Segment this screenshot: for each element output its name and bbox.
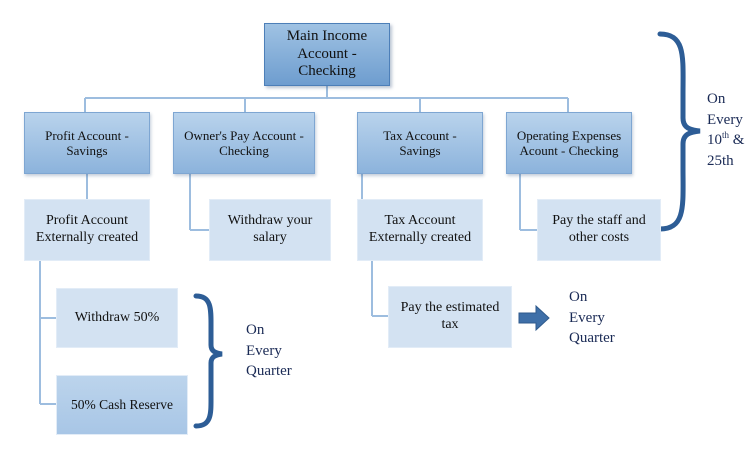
operating-expenses-line-2: Acount - Checking xyxy=(519,143,619,158)
tax-account-line-2: Savings xyxy=(399,143,441,158)
main-income-account-box: Main Income Account - Checking xyxy=(264,23,390,86)
pay-tax-line-1: Pay the estimated xyxy=(400,300,500,316)
pay-staff-line-1: Pay the staff and xyxy=(552,213,646,229)
brace-quarter xyxy=(193,293,223,429)
operating-expenses-line-1: Operating Expenses xyxy=(516,127,622,143)
schedule-line-4: 25th xyxy=(707,152,734,169)
quarter-left-line-2: Every xyxy=(246,342,282,359)
pay-tax-line-2: tax xyxy=(441,317,459,332)
profit-account-external-box: Profit Account Externally created xyxy=(24,199,150,261)
brace-right xyxy=(657,31,701,232)
withdraw-salary-box: Withdraw your salary xyxy=(209,199,331,261)
quarter-note-right: On Every Quarter xyxy=(569,287,615,349)
tax-account-box: Tax Account - Savings xyxy=(357,112,483,174)
main-line-3: Checking xyxy=(298,63,356,80)
tax-account-line-1: Tax Account - xyxy=(383,127,457,143)
schedule-suffix: th xyxy=(722,130,730,141)
connector-lines xyxy=(39,86,569,405)
tax-account-external-box: Tax Account Externally created xyxy=(357,199,483,261)
withdraw-50-label: Withdraw 50% xyxy=(74,309,160,325)
cash-reserve-label: 50% Cash Reserve xyxy=(71,397,173,413)
operating-expenses-account-box: Operating Expenses Acount - Checking xyxy=(506,112,632,174)
cash-reserve-box: 50% Cash Reserve xyxy=(56,375,188,435)
withdraw-salary-line-2: salary xyxy=(253,230,287,245)
tax-external-line-1: Tax Account xyxy=(384,213,456,229)
profit-external-line-1: Profit Account xyxy=(45,213,129,229)
profit-account-line-2: Savings xyxy=(66,143,108,158)
main-line-1: Main Income xyxy=(286,27,368,44)
pay-estimated-tax-box: Pay the estimated tax xyxy=(388,286,512,348)
owners-pay-line-2: Checking xyxy=(219,143,269,158)
schedule-line-1: On xyxy=(707,91,726,107)
quarter-right-line-1: On xyxy=(569,289,588,305)
schedule-and: & xyxy=(729,132,745,149)
schedule-line-2: Every xyxy=(707,111,743,128)
quarter-note-left: On Every Quarter xyxy=(246,320,292,382)
withdraw-50-box: Withdraw 50% xyxy=(56,288,178,348)
main-line-2: Account - xyxy=(297,45,357,62)
withdraw-salary-line-1: Withdraw your xyxy=(227,213,313,229)
pay-staff-box: Pay the staff and other costs xyxy=(537,199,661,261)
quarter-left-line-3: Quarter xyxy=(246,363,292,380)
quarter-left-line-1: On xyxy=(246,322,265,338)
profit-account-box: Profit Account - Savings xyxy=(24,112,150,174)
schedule-line-3: 10th & xyxy=(707,130,744,151)
arrow-icon xyxy=(518,304,550,332)
owners-pay-account-box: Owner's Pay Account - Checking xyxy=(173,112,315,174)
schedule-note-right: On Every 10th & 25th xyxy=(707,89,744,171)
profit-account-line-1: Profit Account - xyxy=(45,127,129,143)
profit-external-line-2: Externally created xyxy=(35,230,139,245)
quarter-right-line-2: Every xyxy=(569,309,605,326)
schedule-number: 10 xyxy=(707,132,722,149)
tax-external-line-2: Externally created xyxy=(368,230,472,245)
pay-staff-line-2: other costs xyxy=(568,230,630,245)
quarter-right-line-3: Quarter xyxy=(569,330,615,347)
owners-pay-line-1: Owner's Pay Account - xyxy=(184,127,304,143)
